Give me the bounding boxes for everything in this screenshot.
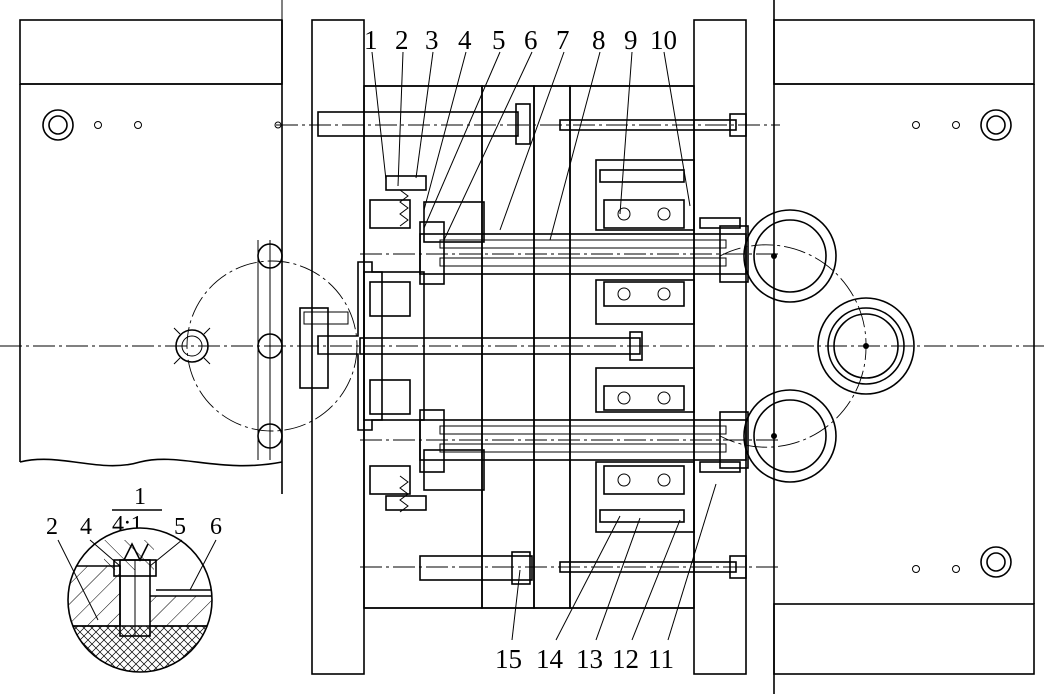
detail-label-4: 4 xyxy=(80,514,92,540)
detail-label-2: 2 xyxy=(46,514,58,540)
callouts-bottom: 15 14 13 12 11 xyxy=(495,644,674,674)
callout-5: 5 xyxy=(492,25,506,55)
callout-7: 7 xyxy=(556,25,570,55)
detail-label-6: 6 xyxy=(210,514,222,540)
leader-lines xyxy=(371,51,717,641)
callout-15: 15 xyxy=(495,644,522,674)
mold-section xyxy=(0,0,1044,675)
moving-clamp-plate xyxy=(693,19,747,675)
detail-index: 1 xyxy=(134,484,146,510)
core-plate xyxy=(481,85,535,609)
support-plate xyxy=(533,85,571,609)
callout-6: 6 xyxy=(524,25,538,55)
callout-3: 3 xyxy=(425,25,439,55)
molded-part-runner xyxy=(317,261,383,431)
callout-12: 12 xyxy=(612,644,639,674)
callouts-top: 1 2 3 4 5 6 7 8 9 10 xyxy=(364,25,677,55)
right-machine-platen xyxy=(719,0,1035,694)
callout-1: 1 xyxy=(364,25,378,55)
callout-14: 14 xyxy=(536,644,564,674)
callout-9: 9 xyxy=(624,25,638,55)
callout-8: 8 xyxy=(592,25,606,55)
callout-13: 13 xyxy=(576,644,603,674)
detail-view: 1 4:1 2 4 5 6 xyxy=(46,484,222,673)
gear-housing xyxy=(569,85,695,609)
callout-4: 4 xyxy=(458,25,472,55)
detail-label-5: 5 xyxy=(174,514,186,540)
callout-11: 11 xyxy=(648,644,674,674)
locating-ring xyxy=(299,307,329,389)
fixed-clamp-plate xyxy=(311,19,365,675)
callout-2: 2 xyxy=(395,25,409,55)
bearings xyxy=(369,199,685,495)
left-machine-platen xyxy=(19,19,358,494)
callout-10: 10 xyxy=(650,25,677,55)
